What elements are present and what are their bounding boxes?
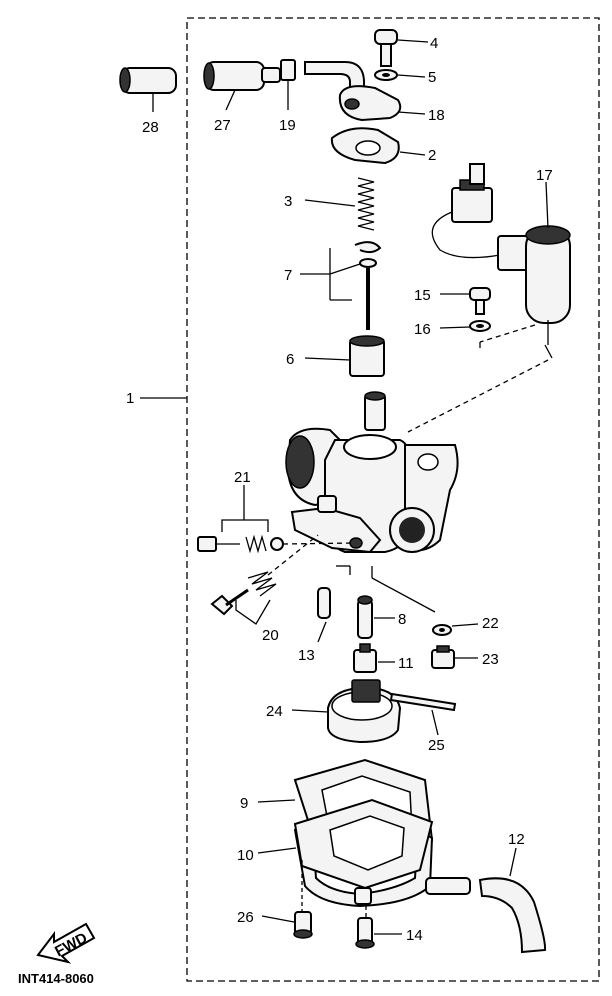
part-5-washer xyxy=(374,69,426,81)
label-20: 20 xyxy=(262,627,279,644)
part-2-gasket xyxy=(330,127,426,165)
label-11: 11 xyxy=(398,655,414,672)
figure-code: INT414-8060 xyxy=(18,971,94,986)
label-18: 18 xyxy=(428,107,445,124)
label-7: 7 xyxy=(284,267,292,284)
part-12-hose xyxy=(425,847,547,954)
label-4: 4 xyxy=(430,35,438,52)
label-25: 25 xyxy=(428,737,445,754)
part-25-pin xyxy=(389,692,457,736)
assembly-boundary xyxy=(186,17,600,982)
part-15-screw xyxy=(440,287,491,315)
part-18-cover xyxy=(304,61,426,122)
part-26-screw xyxy=(261,860,313,939)
part-17-auto-choke xyxy=(431,163,571,359)
label-12: 12 xyxy=(508,831,525,848)
label-24: 24 xyxy=(266,703,283,720)
label-6: 6 xyxy=(286,351,294,368)
part-23-plug xyxy=(431,645,478,669)
part-28-cap xyxy=(119,67,177,112)
part-4-screw xyxy=(374,29,429,67)
part-3-spring xyxy=(304,177,375,231)
part-7-clip-needle xyxy=(300,241,382,330)
part-27-boot xyxy=(203,61,281,111)
part-20-idle-screw xyxy=(210,534,319,625)
carburetor-body xyxy=(285,391,459,554)
part-16-washer xyxy=(439,320,491,332)
label-26: 26 xyxy=(237,909,254,926)
label-5: 5 xyxy=(428,69,436,86)
label-14: 14 xyxy=(406,927,423,944)
label-9: 9 xyxy=(240,795,248,812)
label-19: 19 xyxy=(279,117,296,134)
fwd-arrow-icon: FWD xyxy=(36,922,96,964)
label-13: 13 xyxy=(298,647,315,664)
label-23: 23 xyxy=(482,651,499,668)
part-24-float xyxy=(291,679,402,744)
label-15: 15 xyxy=(414,287,431,304)
part-21-pilot-screw xyxy=(197,485,356,554)
part-22-washer xyxy=(371,566,479,636)
label-22: 22 xyxy=(482,615,499,632)
part-6-throttle-valve xyxy=(304,335,385,377)
part-11-main-jet xyxy=(353,643,395,673)
choke-connection-lines xyxy=(407,324,549,433)
part-13-float-pin xyxy=(317,565,351,643)
label-2: 2 xyxy=(428,147,436,164)
label-16: 16 xyxy=(414,321,431,338)
part-19-nut xyxy=(280,59,296,110)
label-17: 17 xyxy=(536,167,553,184)
label-21: 21 xyxy=(234,469,251,486)
part-10-float-chamber xyxy=(257,798,434,908)
part-14-screw xyxy=(355,906,402,949)
label-27: 27 xyxy=(214,117,231,134)
label-1: 1 xyxy=(126,390,134,407)
label-10: 10 xyxy=(237,847,254,864)
label-28: 28 xyxy=(142,119,159,136)
part-8-needle-jet xyxy=(357,595,395,639)
label-8: 8 xyxy=(398,611,406,628)
label-3: 3 xyxy=(284,193,292,210)
